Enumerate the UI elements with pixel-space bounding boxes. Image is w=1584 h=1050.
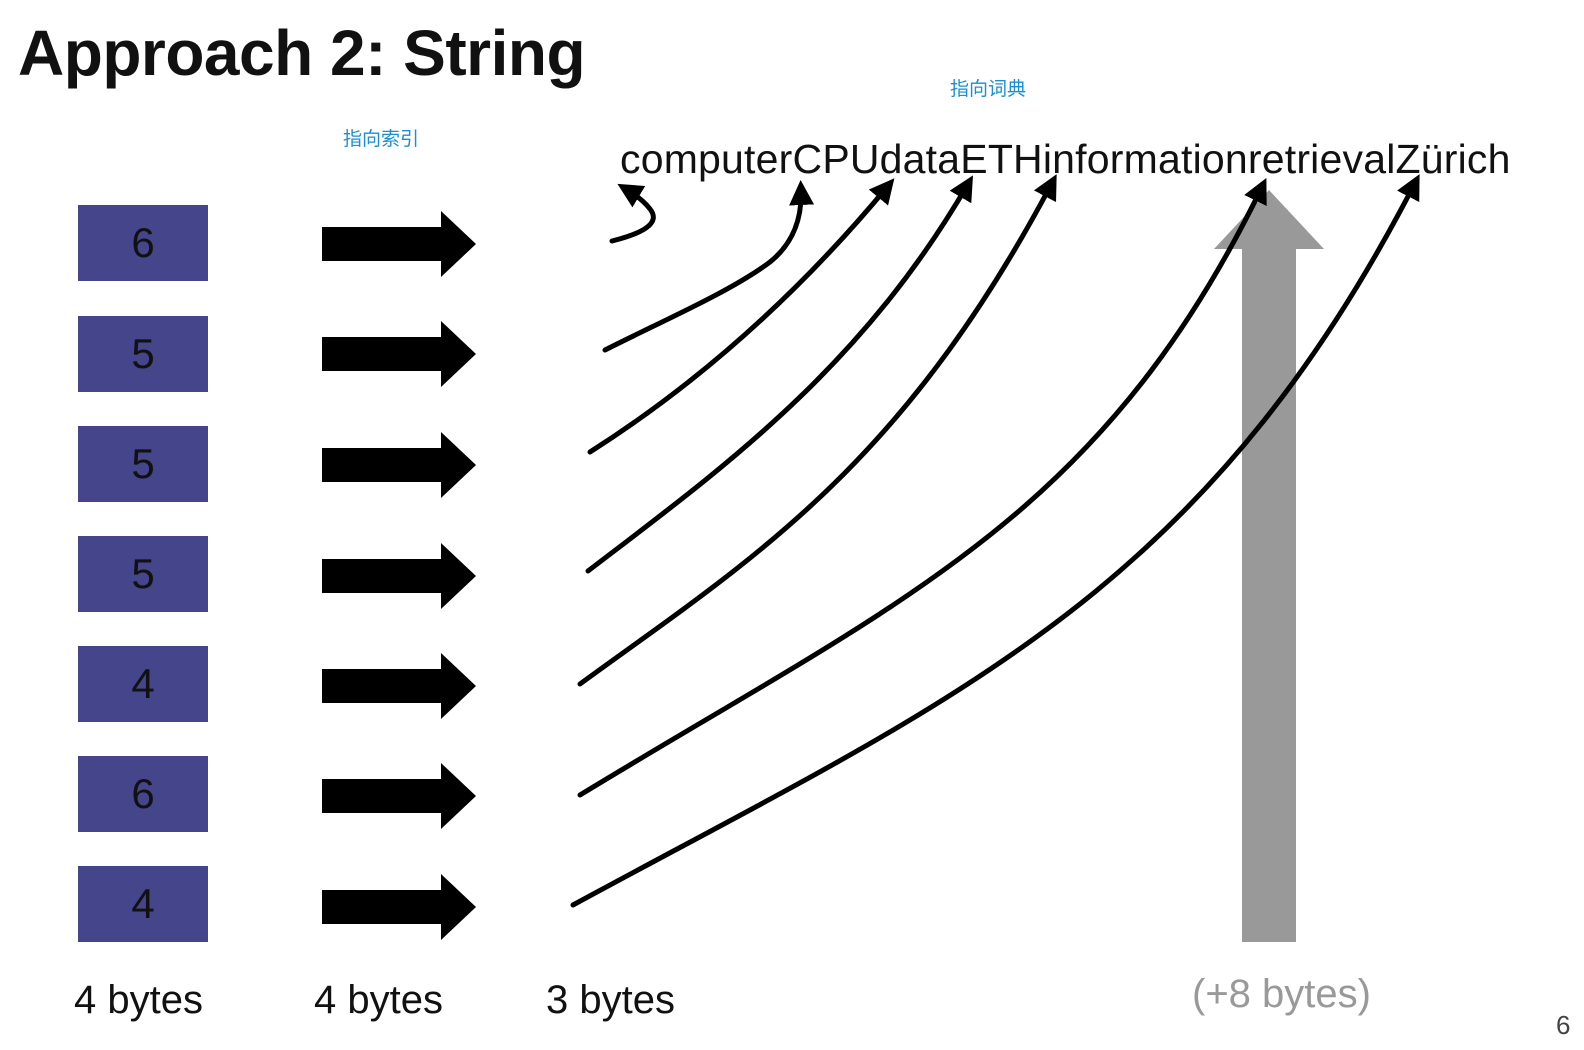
postings-pointer-arrow	[322, 321, 476, 387]
bytes-label-frequency: 4 bytes	[74, 978, 203, 1022]
slide-title: Approach 2: String	[18, 17, 586, 89]
frequency-box: 5	[78, 536, 208, 612]
frequency-box: 6	[78, 756, 208, 832]
frequency-box: 6	[78, 205, 208, 281]
page-number: 6	[1556, 1010, 1571, 1040]
frequency-box: 5	[78, 426, 208, 502]
postings-pointer-arrow	[322, 432, 476, 498]
bytes-label-term-pointer: 3 bytes	[546, 978, 675, 1022]
string-overhead-arrow	[1214, 190, 1324, 942]
term-pointer-arrow	[585, 175, 974, 574]
postings-pointer-arrow	[322, 653, 476, 719]
bytes-label-postings-pointer: 4 bytes	[314, 978, 443, 1022]
term-pointer-arrow	[587, 178, 895, 455]
term-pointer-arrow	[570, 174, 1420, 908]
postings-pointer-arrow	[322, 211, 476, 277]
annotation-point-to-dictionary: 指向词典	[950, 78, 1027, 100]
frequency-box: 4	[78, 866, 208, 942]
dictionary-string: computerCPUdataETHinformationretrievalZü…	[620, 136, 1511, 182]
postings-pointer-arrow	[322, 763, 476, 829]
annotation-point-to-index: 指向索引	[343, 128, 420, 150]
term-pointer-arrow	[577, 178, 1267, 798]
frequency-box: 4	[78, 646, 208, 722]
postings-pointer-arrow	[322, 543, 476, 609]
bytes-label-string-overhead: (+8 bytes)	[1192, 972, 1371, 1016]
postings-pointer-arrow	[322, 874, 476, 940]
term-pointer-arrow	[609, 183, 656, 244]
term-pointer-arrow	[602, 180, 815, 353]
term-pointer-arrow	[577, 174, 1057, 687]
frequency-box: 5	[78, 316, 208, 392]
